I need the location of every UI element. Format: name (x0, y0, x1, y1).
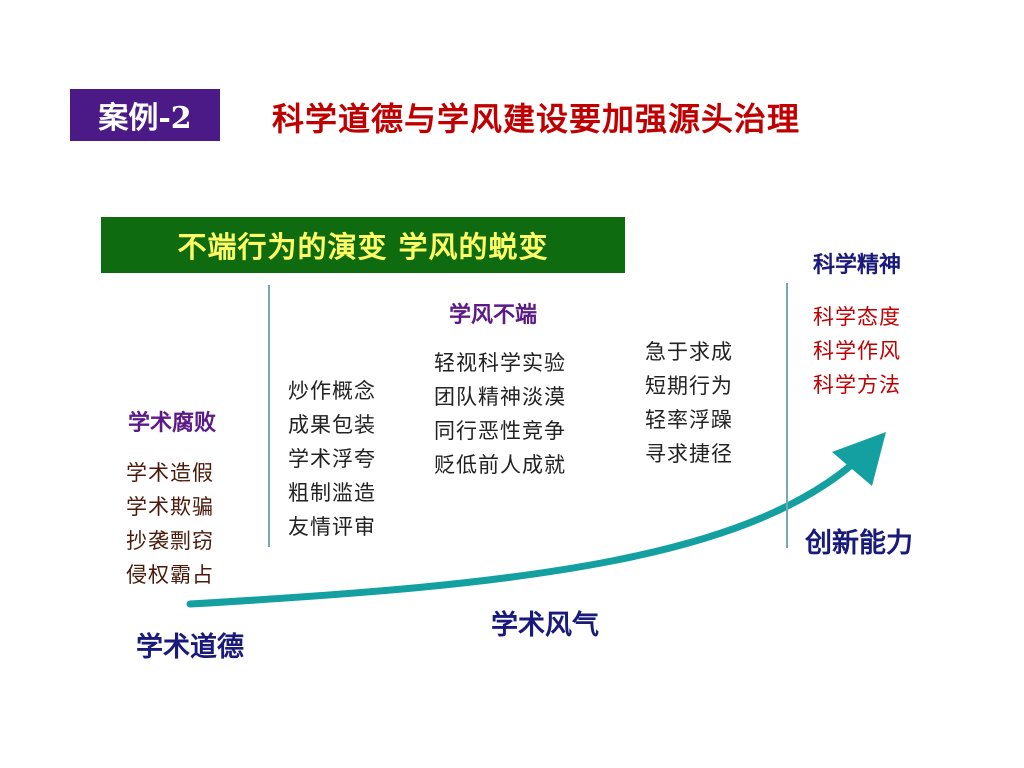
case-badge-label: 案例-2 (98, 101, 192, 136)
list-item: 同行恶性竞争 (434, 419, 566, 443)
neglect-list: 轻视科学实验 团队精神淡漠 同行恶性竞争 贬低前人成就 (434, 346, 566, 482)
list-item: 急于求成 (645, 340, 733, 364)
list-item: 轻视科学实验 (434, 351, 566, 375)
evolution-banner: 不端行为的演变 学风的蜕变 (101, 217, 625, 273)
heading-academic-atmosphere: 学术风气 (491, 610, 599, 641)
case-badge: 案例-2 (70, 89, 220, 141)
heading-bad-style: 学风不端 (449, 303, 538, 328)
list-item: 贬低前人成就 (434, 453, 566, 477)
list-item: 侵权霸占 (126, 563, 214, 587)
list-item: 炒作概念 (288, 379, 376, 403)
evolution-banner-text: 不端行为的演变 学风的蜕变 (177, 230, 549, 264)
list-item: 粗制滥造 (288, 481, 376, 505)
list-item: 抄袭剽窃 (126, 529, 214, 553)
list-item: 团队精神淡漠 (434, 385, 566, 409)
list-item: 学术造假 (126, 461, 214, 485)
page-title: 科学道德与学风建设要加强源头治理 (272, 100, 801, 138)
list-item: 科学方法 (813, 373, 901, 397)
heading-science-spirit: 科学精神 (813, 253, 902, 278)
list-item: 短期行为 (645, 374, 733, 398)
heading-academic-corruption: 学术腐败 (128, 411, 217, 436)
heading-academic-ethics: 学术道德 (136, 632, 244, 663)
spirit-list: 科学态度 科学作风 科学方法 (813, 300, 901, 402)
list-item: 学术欺骗 (126, 495, 214, 519)
list-item: 轻率浮躁 (645, 408, 733, 432)
list-item: 学术浮夸 (288, 447, 376, 471)
list-item: 友情评审 (288, 515, 376, 539)
corruption-list: 学术造假 学术欺骗 抄袭剽窃 侵权霸占 (126, 456, 214, 592)
list-item: 成果包装 (288, 413, 376, 437)
list-item: 寻求捷径 (645, 442, 733, 466)
hype-list: 炒作概念 成果包装 学术浮夸 粗制滥造 友情评审 (288, 374, 376, 544)
heading-innovation: 创新能力 (805, 528, 913, 559)
divider-left (268, 285, 270, 547)
list-item: 科学态度 (813, 305, 901, 329)
divider-right (786, 283, 788, 548)
haste-list: 急于求成 短期行为 轻率浮躁 寻求捷径 (645, 335, 733, 471)
list-item: 科学作风 (813, 339, 901, 363)
